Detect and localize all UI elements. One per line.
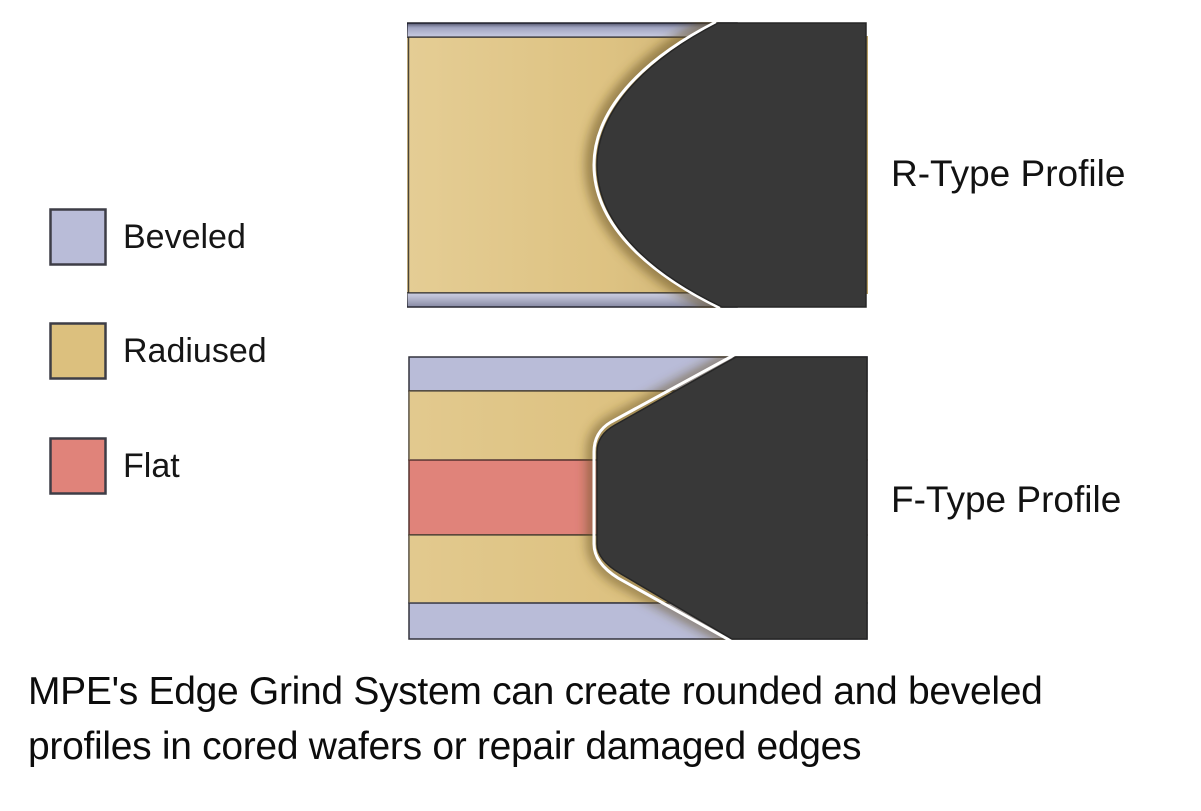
- beveled-swatch-icon: [49, 208, 107, 266]
- caption-line-1: MPE's Edge Grind System can create round…: [28, 670, 1043, 713]
- radiused-swatch: [49, 322, 107, 380]
- caption: MPE's Edge Grind System can create round…: [28, 664, 1188, 774]
- f-type-wheel-shape: [596, 356, 868, 640]
- legend-label-beveled: Beveled: [123, 218, 246, 256]
- legend-item-radiused: Radiused: [49, 322, 267, 380]
- r-type-left-border: [407, 36, 410, 294]
- radiused-swatch-icon: [49, 322, 107, 380]
- f-type-edge-outline: [592, 356, 735, 640]
- r-type-wheel-shape: [596, 22, 867, 308]
- f-type-profile-label: F-Type Profile: [891, 479, 1122, 520]
- beveled-swatch: [49, 208, 107, 266]
- r-type-beveled-strip-top: [407, 22, 738, 38]
- flat-swatch-icon: [49, 437, 107, 495]
- r-type-profile-label: R-Type Profile: [891, 153, 1126, 194]
- r-type-edge-outline: [592, 22, 721, 308]
- flat-swatch: [49, 437, 107, 495]
- r-type-beveled-strip-bottom: [407, 292, 738, 308]
- r-type-profile-diagram: [407, 22, 868, 308]
- legend-label-flat: Flat: [123, 447, 180, 485]
- f-type-profile-diagram: [408, 356, 868, 640]
- legend-item-flat: Flat: [49, 437, 180, 495]
- legend-item-beveled: Beveled: [49, 208, 246, 266]
- legend-label-radiused: Radiused: [123, 332, 267, 370]
- caption-line-2: profiles in cored wafers or repair damag…: [28, 725, 862, 768]
